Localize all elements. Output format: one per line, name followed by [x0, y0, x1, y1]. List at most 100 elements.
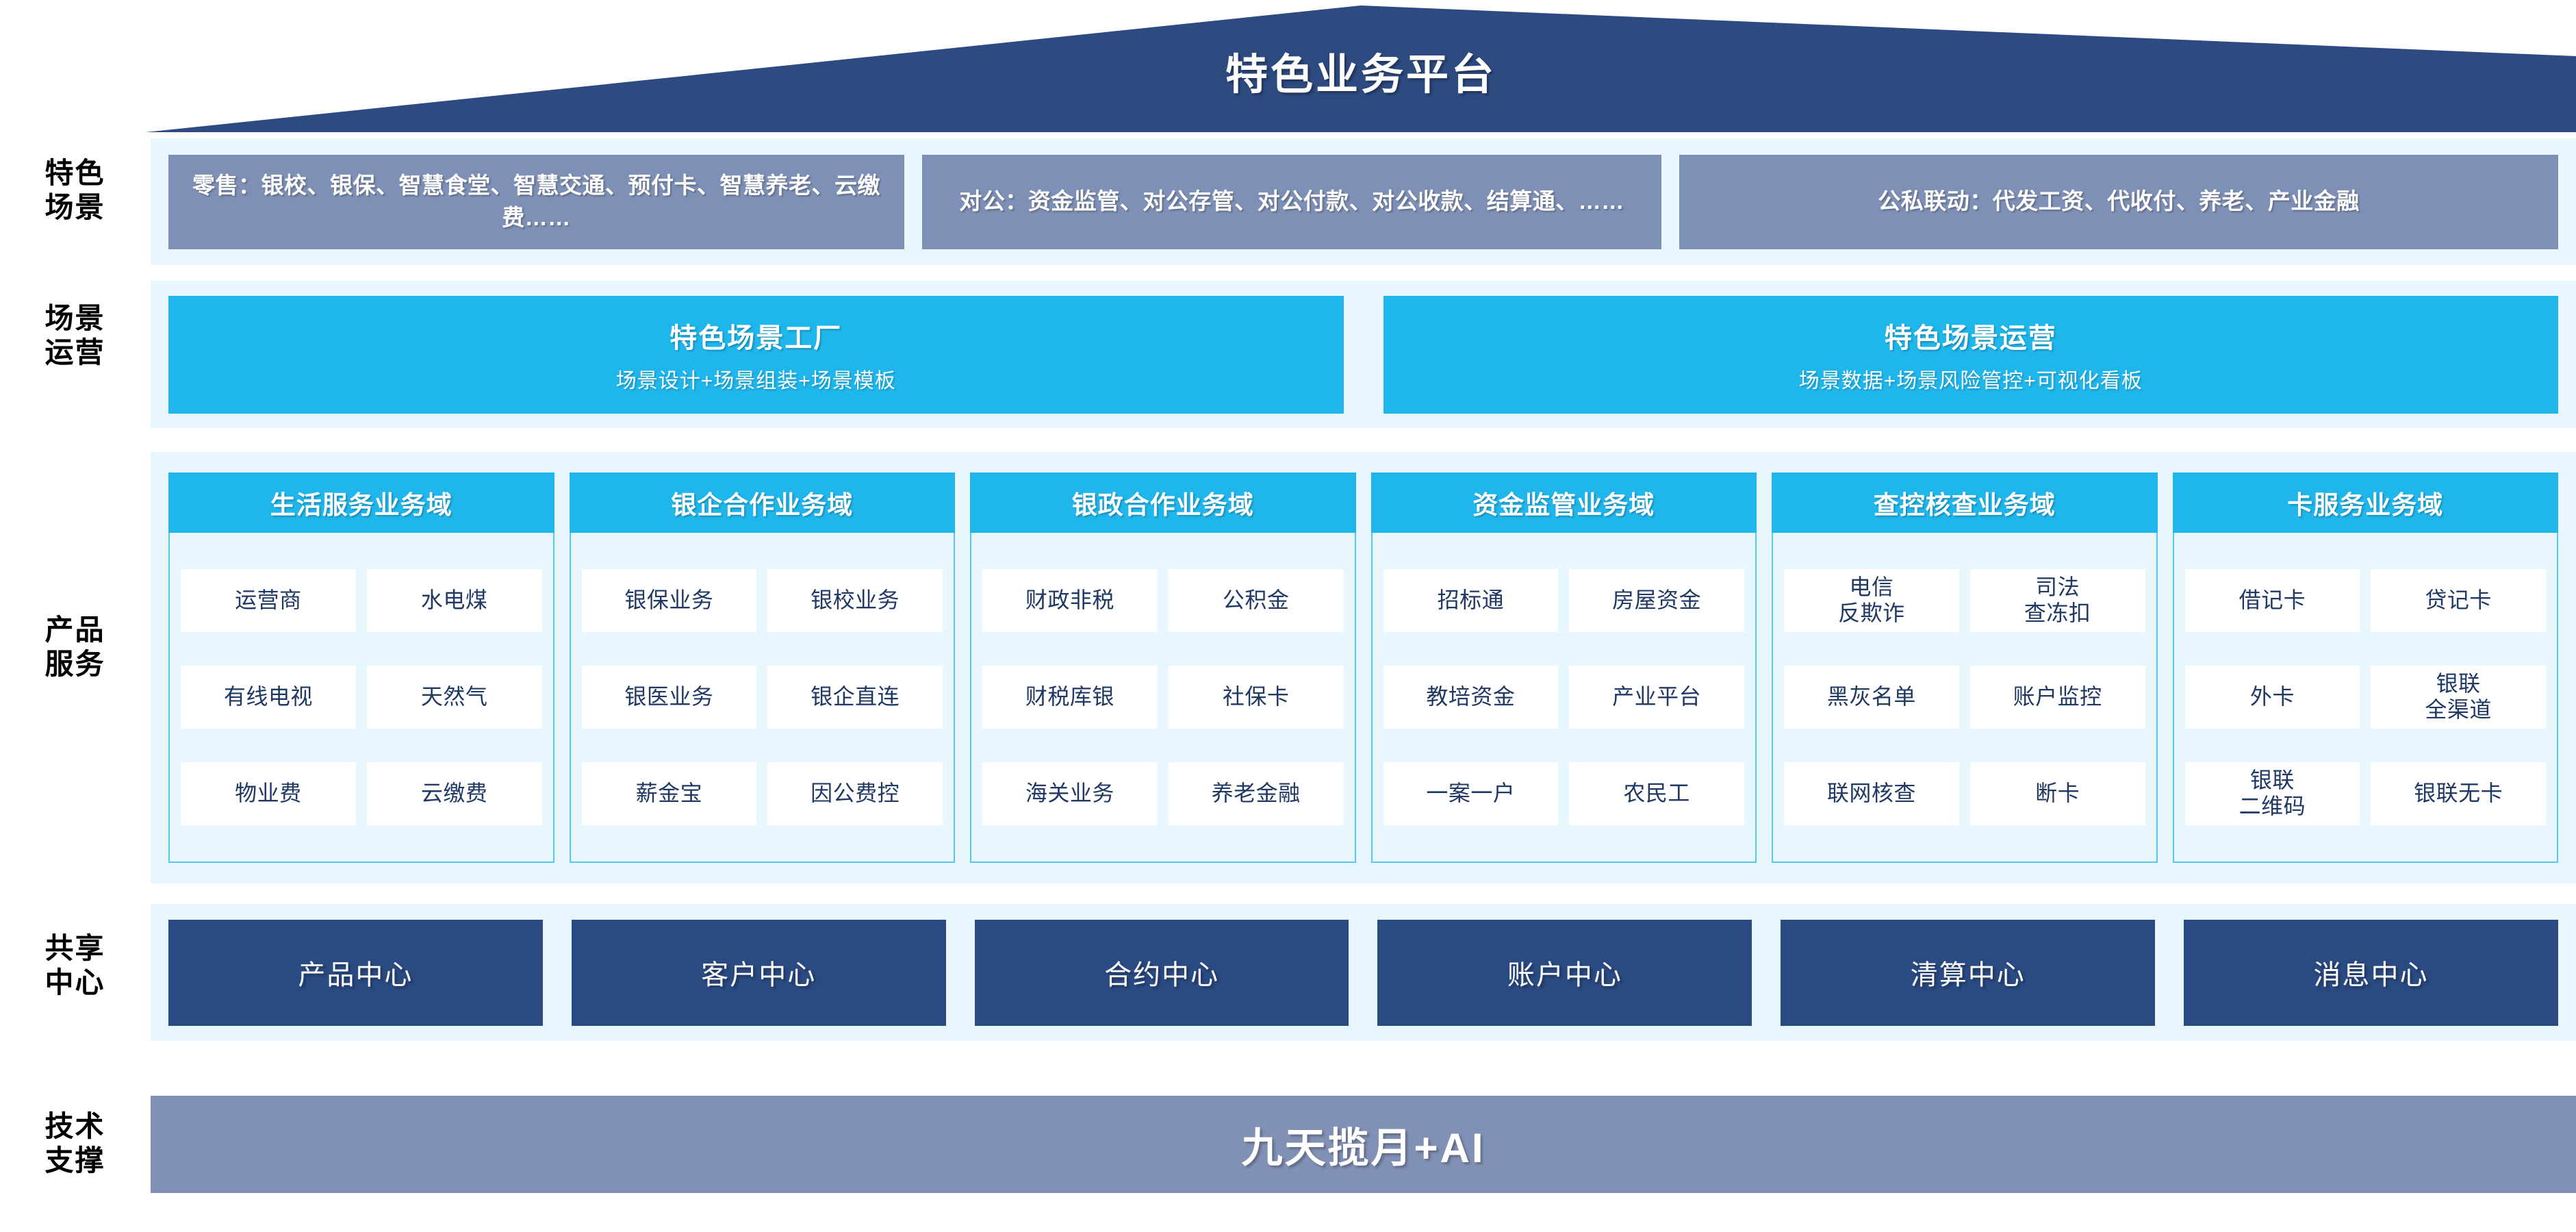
product-tile[interactable]: 银校业务: [767, 569, 943, 632]
product-tile[interactable]: 社保卡: [1168, 666, 1344, 729]
operation-box-scene-factory[interactable]: 特色场景工厂 场景设计+场景组装+场景模板: [168, 295, 1344, 414]
product-tile-row: 招标通房屋资金: [1383, 569, 1744, 632]
operation-subtitle-scene-factory: 场景设计+场景组装+场景模板: [615, 369, 896, 392]
product-tile-row: 借记卡贷记卡: [2184, 569, 2546, 632]
product-tile[interactable]: 招标通: [1383, 569, 1559, 632]
product-tile[interactable]: 银企直连: [767, 666, 943, 729]
product-tile-row: 电信 反欺诈司法 查冻扣: [1784, 569, 2145, 632]
product-tile[interactable]: 教培资金: [1383, 666, 1559, 729]
product-tile[interactable]: 账户监控: [1969, 666, 2145, 729]
product-tile[interactable]: 银保业务: [581, 569, 757, 632]
product-tile[interactable]: 司法 查冻扣: [1969, 569, 2145, 632]
row-label-tech: 技术 支撑: [44, 1110, 105, 1177]
product-tile[interactable]: 房屋资金: [1569, 569, 1744, 632]
product-tile[interactable]: 银联 全渠道: [2371, 666, 2546, 729]
product-tile[interactable]: 物业费: [181, 762, 356, 825]
tech-support-title: 九天揽月+AI: [1241, 1124, 1485, 1171]
product-tile[interactable]: 云缴费: [366, 762, 542, 825]
product-tile[interactable]: 薪金宝: [581, 762, 757, 825]
product-tile[interactable]: 公积金: [1168, 569, 1344, 632]
product-tile[interactable]: 运营商: [181, 569, 356, 632]
product-tile-row: 外卡银联 全渠道: [2184, 666, 2546, 729]
product-tile[interactable]: 财税库银: [982, 666, 1158, 729]
row-label-scene: 特色 场景: [44, 157, 105, 223]
scene-box-list: 零售：银校、银保、智慧食堂、智慧交通、预付卡、智慧养老、云缴费…… 对公：资金监…: [151, 138, 2576, 265]
product-tile[interactable]: 银联无卡: [2371, 762, 2546, 825]
product-column-header[interactable]: 查控核查业务域: [1772, 473, 2158, 533]
row-label-shared: 共享 中心: [44, 932, 105, 998]
scene-row-panel: 零售：银校、银保、智慧食堂、智慧交通、预付卡、智慧养老、云缴费…… 对公：资金监…: [151, 138, 2576, 265]
product-column-body: 招标通房屋资金教培资金产业平台一案一户农民工: [1370, 533, 1757, 863]
product-tile[interactable]: 天然气: [366, 666, 542, 729]
product-tile-row: 有线电视天然气: [181, 666, 542, 729]
product-tile[interactable]: 断卡: [1969, 762, 2145, 825]
product-tile[interactable]: 外卡: [2184, 666, 2360, 729]
product-column-body: 电信 反欺诈司法 查冻扣黑灰名单账户监控联网核查断卡: [1772, 533, 2158, 863]
product-tile-row: 财税库银社保卡: [982, 666, 1344, 729]
product-column: 卡服务业务域借记卡贷记卡外卡银联 全渠道银联 二维码银联无卡: [2172, 473, 2558, 863]
shared-center-box[interactable]: 消息中心: [2184, 919, 2558, 1026]
product-tile-row: 银联 二维码银联无卡: [2184, 762, 2546, 825]
product-tile-row: 运营商水电煤: [181, 569, 542, 632]
product-column-header[interactable]: 资金监管业务域: [1370, 473, 1757, 533]
shared-center-box[interactable]: 合约中心: [974, 919, 1349, 1026]
product-column-header[interactable]: 生活服务业务域: [168, 473, 554, 533]
shared-center-list: 产品中心客户中心合约中心账户中心清算中心消息中心: [151, 904, 2576, 1041]
shared-center-box[interactable]: 产品中心: [168, 919, 543, 1026]
operation-row-panel: 特色场景工厂 场景设计+场景组装+场景模板 特色场景运营 场景数据+场景风险管控…: [151, 281, 2576, 428]
scene-box-retail[interactable]: 零售：银校、银保、智慧食堂、智慧交通、预付卡、智慧养老、云缴费……: [168, 154, 904, 249]
shared-center-box[interactable]: 账户中心: [1377, 919, 1752, 1026]
product-column-body: 银保业务银校业务银医业务银企直连薪金宝因公费控: [569, 533, 955, 863]
shared-center-box[interactable]: 清算中心: [1781, 919, 2156, 1026]
product-column-body: 运营商水电煤有线电视天然气物业费云缴费: [168, 533, 554, 863]
product-row-panel: 生活服务业务域运营商水电煤有线电视天然气物业费云缴费银企合作业务域银保业务银校业…: [151, 452, 2576, 883]
product-column-body: 财政非税公积金财税库银社保卡海关业务养老金融: [970, 533, 1356, 863]
product-column-header[interactable]: 银企合作业务域: [569, 473, 955, 533]
product-tile-row: 教培资金产业平台: [1383, 666, 1744, 729]
product-tile[interactable]: 财政非税: [982, 569, 1158, 632]
platform-banner: 特色业务平台: [146, 5, 2576, 132]
product-tile-row: 银医业务银企直连: [581, 666, 943, 729]
product-tile-row: 银保业务银校业务: [581, 569, 943, 632]
product-tile-row: 黑灰名单账户监控: [1784, 666, 2145, 729]
product-tile[interactable]: 养老金融: [1168, 762, 1344, 825]
product-tile[interactable]: 有线电视: [181, 666, 356, 729]
product-column-header[interactable]: 银政合作业务域: [970, 473, 1356, 533]
product-tile-row: 财政非税公积金: [982, 569, 1344, 632]
shared-center-row-panel: 产品中心客户中心合约中心账户中心清算中心消息中心: [151, 904, 2576, 1041]
product-tile[interactable]: 产业平台: [1569, 666, 1744, 729]
product-tile[interactable]: 因公费控: [767, 762, 943, 825]
product-tile-row: 联网核查断卡: [1784, 762, 2145, 825]
product-tile[interactable]: 黑灰名单: [1784, 666, 1959, 729]
product-column: 银企合作业务域银保业务银校业务银医业务银企直连薪金宝因公费控: [569, 473, 955, 863]
product-tile[interactable]: 联网核查: [1784, 762, 1959, 825]
product-tile[interactable]: 水电煤: [366, 569, 542, 632]
shared-center-box[interactable]: 客户中心: [571, 919, 946, 1026]
product-tile[interactable]: 贷记卡: [2371, 569, 2546, 632]
product-tile[interactable]: 海关业务: [982, 762, 1158, 825]
product-tile-row: 薪金宝因公费控: [581, 762, 943, 825]
product-tile[interactable]: 银联 二维码: [2184, 762, 2360, 825]
product-tile[interactable]: 借记卡: [2184, 569, 2360, 632]
product-column: 生活服务业务域运营商水电煤有线电视天然气物业费云缴费: [168, 473, 554, 863]
product-tile-row: 海关业务养老金融: [982, 762, 1344, 825]
tech-support-row-panel: 九天揽月+AI: [151, 1096, 2576, 1193]
scene-box-public-private[interactable]: 公私联动：代发工资、代收付、养老、产业金融: [1679, 154, 2558, 249]
operation-box-list: 特色场景工厂 场景设计+场景组装+场景模板 特色场景运营 场景数据+场景风险管控…: [151, 281, 2576, 428]
operation-subtitle-scene-operation: 场景数据+场景风险管控+可视化看板: [1798, 369, 2143, 392]
product-tile[interactable]: 农民工: [1569, 762, 1744, 825]
product-tile-row: 物业费云缴费: [181, 762, 542, 825]
product-tile[interactable]: 电信 反欺诈: [1784, 569, 1959, 632]
product-column-header[interactable]: 卡服务业务域: [2172, 473, 2558, 533]
operation-title-scene-factory: 特色场景工厂: [669, 323, 843, 353]
platform-title: 特色业务平台: [1225, 51, 1496, 99]
scene-box-corporate[interactable]: 对公：资金监管、对公存管、对公付款、对公收款、结算通、……: [922, 154, 1661, 249]
product-column: 银政合作业务域财政非税公积金财税库银社保卡海关业务养老金融: [970, 473, 1356, 863]
product-tile[interactable]: 一案一户: [1383, 762, 1559, 825]
product-tile[interactable]: 银医业务: [581, 666, 757, 729]
operation-box-scene-operation[interactable]: 特色场景运营 场景数据+场景风险管控+可视化看板: [1383, 295, 2558, 414]
row-label-product: 产品 服务: [44, 614, 105, 680]
product-column: 查控核查业务域电信 反欺诈司法 查冻扣黑灰名单账户监控联网核查断卡: [1772, 473, 2158, 863]
product-tile-row: 一案一户农民工: [1383, 762, 1744, 825]
